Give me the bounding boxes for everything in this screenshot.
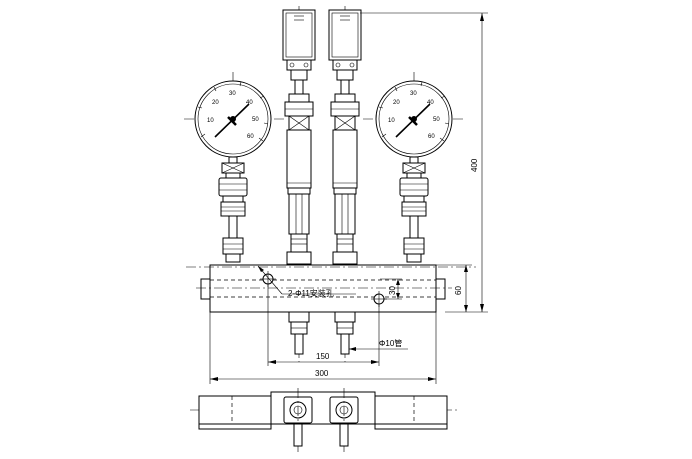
- gauge-right-label-60: 60: [428, 134, 435, 140]
- dim-300-label: 300: [315, 369, 329, 378]
- gauge-right-label-30: 30: [410, 91, 417, 97]
- right-pressure-gauge: 10 20 30 40 50 60: [363, 72, 463, 263]
- gauge-ticks-right: [378, 81, 450, 142]
- dimension-300: 300: [209, 312, 437, 384]
- gauge-right-label-10: 10: [388, 118, 395, 124]
- manifold-block: [186, 264, 476, 313]
- gauge-right-label-40: 40: [427, 100, 434, 106]
- gauge-ticks-left: [197, 81, 269, 142]
- gauge-left-label-10: 10: [207, 118, 214, 124]
- right-valve-assembly: [328, 6, 362, 362]
- dim-60-label: 60: [454, 286, 463, 295]
- gauge-left-label-50: 50: [252, 117, 259, 123]
- dim-150-label: 150: [316, 352, 330, 361]
- dimension-150: 150: [267, 284, 380, 366]
- dim-30-label: 30: [388, 286, 397, 295]
- gauge-needle-left: [214, 103, 250, 138]
- left-pressure-gauge: 10 20 30 40 50 60: [184, 72, 284, 263]
- dimension-400: 400: [360, 12, 488, 313]
- gauge-left-label-60: 60: [247, 134, 254, 140]
- gauge-right-label-50: 50: [433, 117, 440, 123]
- plan-view: [190, 388, 458, 452]
- gauge-needle-right: [395, 103, 431, 138]
- tube-callout: Φ10管: [349, 338, 408, 351]
- gauge-right-label-20: 20: [393, 100, 400, 106]
- mount-hole-callout: 2-Φ11安装孔: [257, 265, 356, 298]
- gauge-left-label-40: 40: [246, 100, 253, 106]
- dimension-60: 60: [436, 264, 472, 312]
- dim-400-label: 400: [470, 158, 479, 172]
- mount-hole-label: 2-Φ11安装孔: [288, 288, 334, 298]
- gauge-left-label-20: 20: [212, 100, 219, 106]
- tube-label: Φ10管: [379, 338, 402, 348]
- dimension-30: 30: [380, 278, 402, 300]
- left-valve-assembly: [282, 6, 316, 362]
- gauge-left-label-30: 30: [229, 91, 236, 97]
